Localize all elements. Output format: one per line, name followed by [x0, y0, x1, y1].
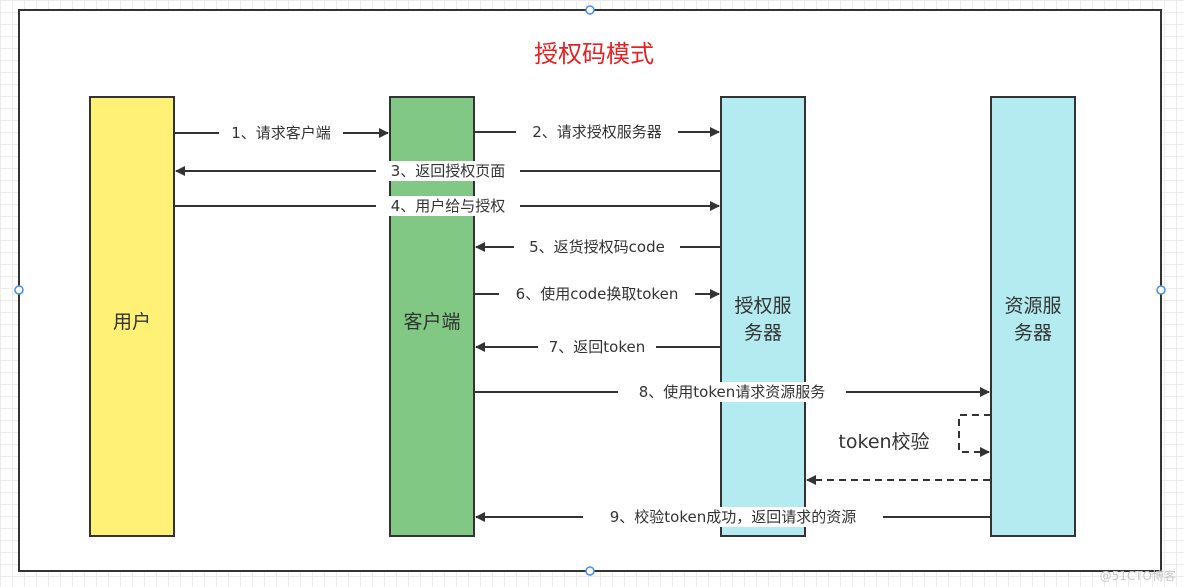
- participant-resource-server-label-line1: 资源服: [1004, 295, 1061, 317]
- watermark: @51CTO博客: [1100, 568, 1176, 583]
- message-5-label-bg: [514, 237, 680, 257]
- message-1-label-bg: [219, 123, 343, 143]
- message-4-label: 4、用户给与授权: [391, 197, 506, 215]
- participant-user-box: [89, 96, 175, 537]
- message-9-label: 9、校验token成功，返回请求的资源: [610, 508, 857, 526]
- diagram-title: 授权码模式: [534, 40, 654, 68]
- participant-client-label: 客户端: [403, 311, 460, 333]
- message-8-label-bg: [618, 382, 846, 402]
- resize-handle-bottom[interactable]: [585, 566, 595, 576]
- message-6-label-bg: [499, 284, 695, 304]
- message-6-label: 6、使用code换取token: [516, 285, 679, 303]
- participant-resource-server-label-line2: 务器: [1014, 322, 1052, 344]
- message-9-label-bg: [583, 507, 883, 527]
- participant-auth-server-label-line2: 务器: [744, 322, 782, 344]
- message-8-label: 8、使用token请求资源服务: [639, 383, 826, 401]
- participant-resource-server-box: [990, 96, 1076, 537]
- message-3-label: 3、返回授权页面: [391, 162, 506, 180]
- message-1-label: 1、请求客户端: [231, 124, 331, 142]
- resize-handle-top[interactable]: [585, 5, 595, 15]
- message-4-label-bg: [376, 196, 520, 216]
- resize-handle-right[interactable]: [1156, 285, 1166, 295]
- token-check-loop-arrow: [958, 414, 991, 457]
- message-2-label-bg: [516, 122, 678, 142]
- participant-auth-server-label-line1: 授权服: [734, 295, 791, 317]
- participant-user-label: 用户: [113, 311, 151, 333]
- message-2-label: 2、请求授权服务器: [532, 123, 662, 141]
- participant-auth-server-box: [720, 96, 806, 537]
- message-7-label: 7、返回token: [549, 338, 646, 356]
- message-5-label: 5、返货授权码code: [529, 238, 665, 256]
- message-3-label-bg: [376, 161, 520, 181]
- token-check-label: token校验: [838, 431, 929, 453]
- resize-handle-left[interactable]: [14, 285, 24, 295]
- message-7-label-bg: [538, 337, 656, 357]
